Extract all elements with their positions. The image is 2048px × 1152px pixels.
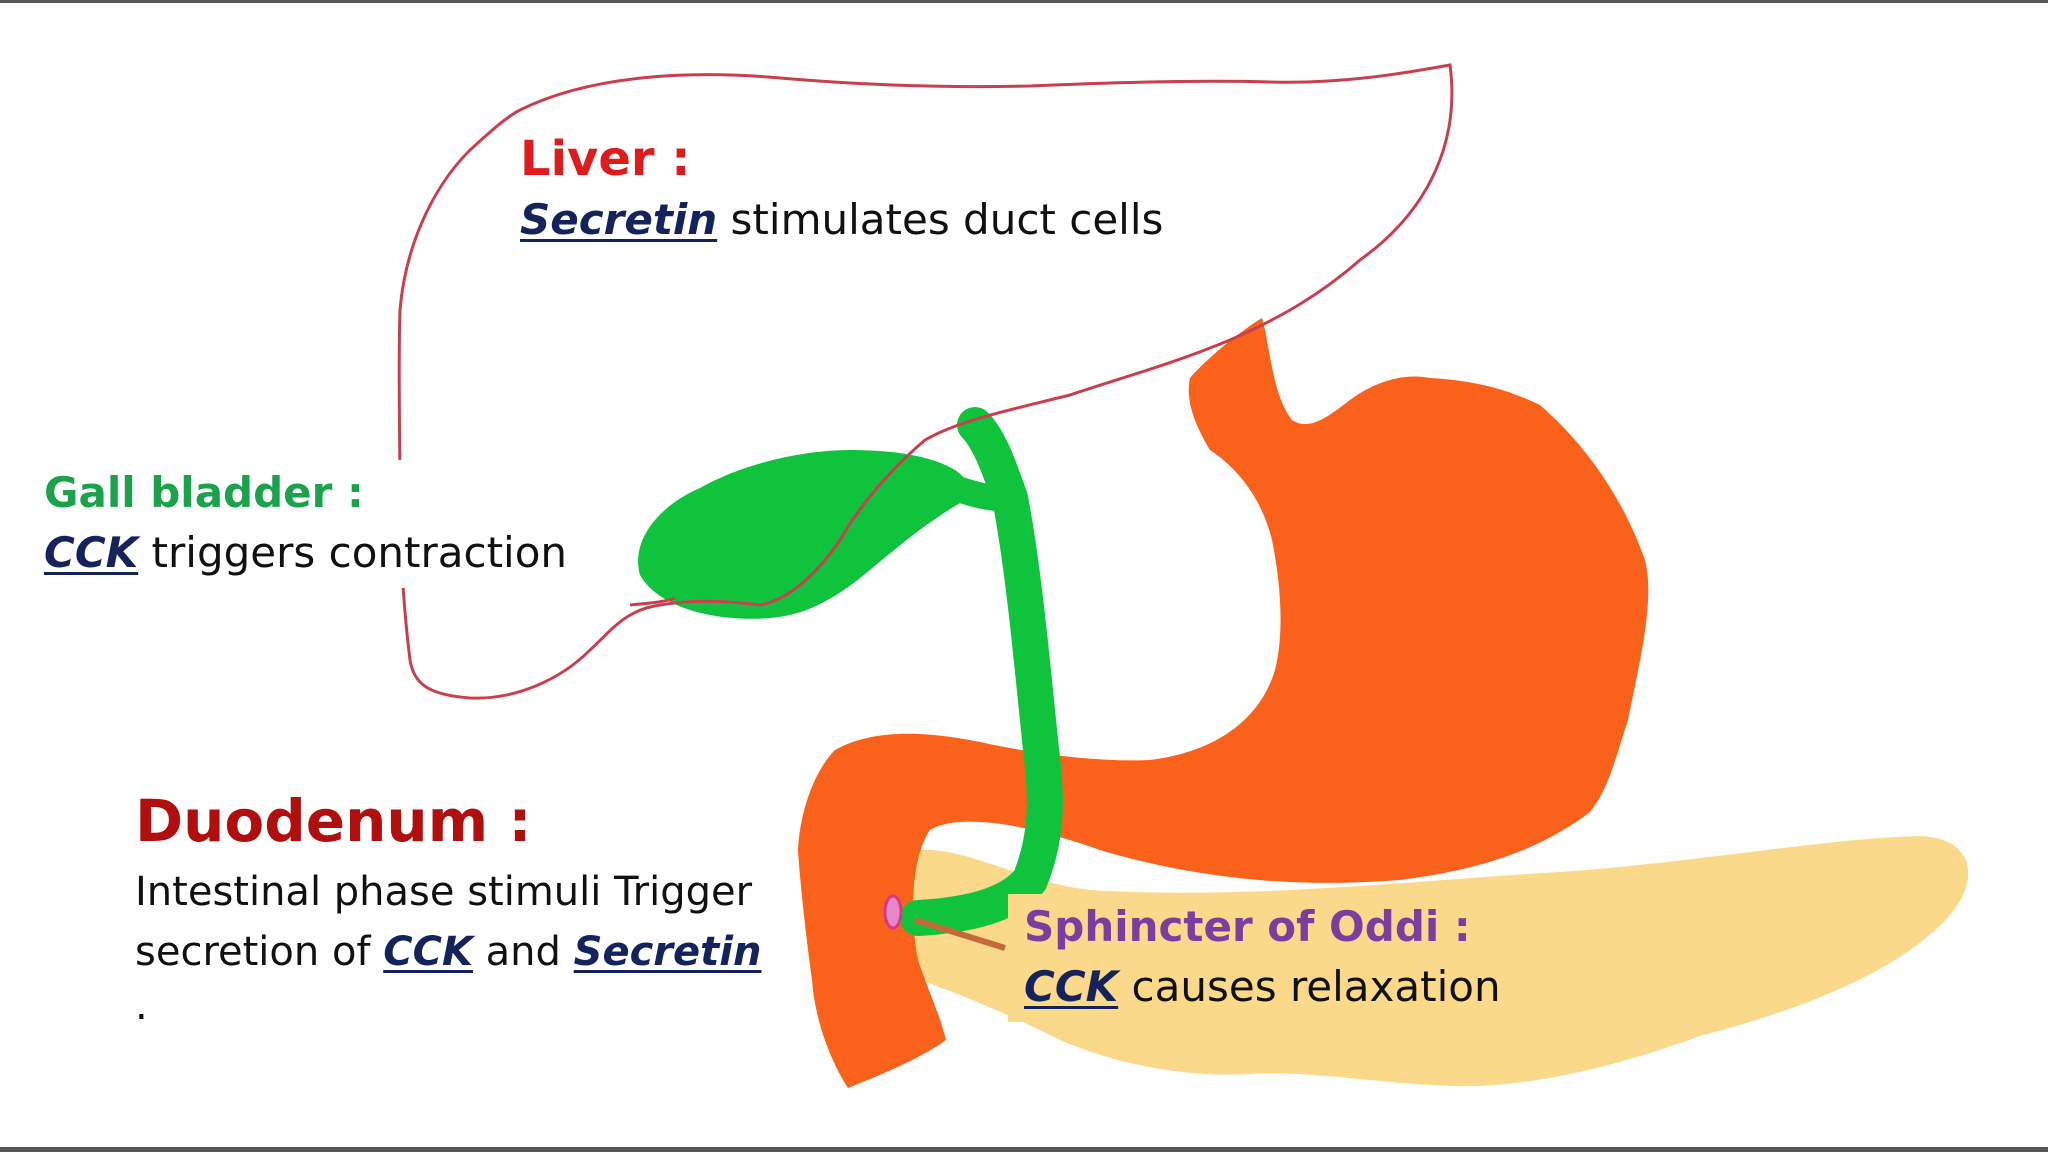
sphincter-hormone: CCK (1024, 962, 1119, 1011)
gall-bladder-text: triggers contraction (138, 528, 568, 577)
sphincter-text: causes relaxation (1118, 962, 1501, 1011)
duodenum-line-2: secretion of CCK and Secretin (135, 932, 761, 972)
duodenum-hormone-cck: CCK (383, 929, 473, 975)
sphincter-of-oddi-shape (883, 894, 903, 930)
duodenum-line-2-start: secretion of (135, 929, 384, 975)
sphincter-label: Sphincter of Oddi : CCK causes relaxatio… (1008, 894, 1517, 1022)
bottom-frame-line (0, 1147, 2048, 1152)
liver-description: Secretin stimulates duct cells (520, 199, 1163, 241)
liver-hormone: Secretin (520, 195, 718, 244)
liver-text: stimulates duct cells (717, 195, 1164, 244)
stomach-shape (798, 318, 1649, 1088)
ampulla-line (914, 917, 1006, 951)
duodenum-title: Duodenum : (135, 787, 532, 855)
duodenum-line-2-middle: and (472, 929, 574, 975)
gall-bladder-label: Gall bladder : CCK triggers contraction (30, 460, 582, 588)
duodenum-line-1: Intestinal phase stimuli Trigger (135, 869, 753, 915)
gallbladder-shape (638, 450, 970, 619)
liver-title: Liver : (520, 131, 691, 187)
top-frame-line (0, 0, 2048, 3)
duodenum-hormone-secretin: Secretin (573, 929, 762, 975)
gall-bladder-title: Gall bladder : (44, 468, 364, 517)
gall-bladder-hormone: CCK (44, 528, 139, 577)
sphincter-title: Sphincter of Oddi : (1024, 902, 1471, 951)
liver-label: Liver : Secretin stimulates duct cells (520, 135, 1163, 241)
duodenum-line-3: . (135, 983, 148, 1029)
liver-gallbladder-contact (629, 596, 676, 607)
sphincter-description: CCK causes relaxation (1024, 966, 1501, 1008)
gall-bladder-description: CCK triggers contraction (44, 532, 567, 574)
duodenum-label: Duodenum : Intestinal phase stimuli Trig… (135, 792, 761, 1026)
